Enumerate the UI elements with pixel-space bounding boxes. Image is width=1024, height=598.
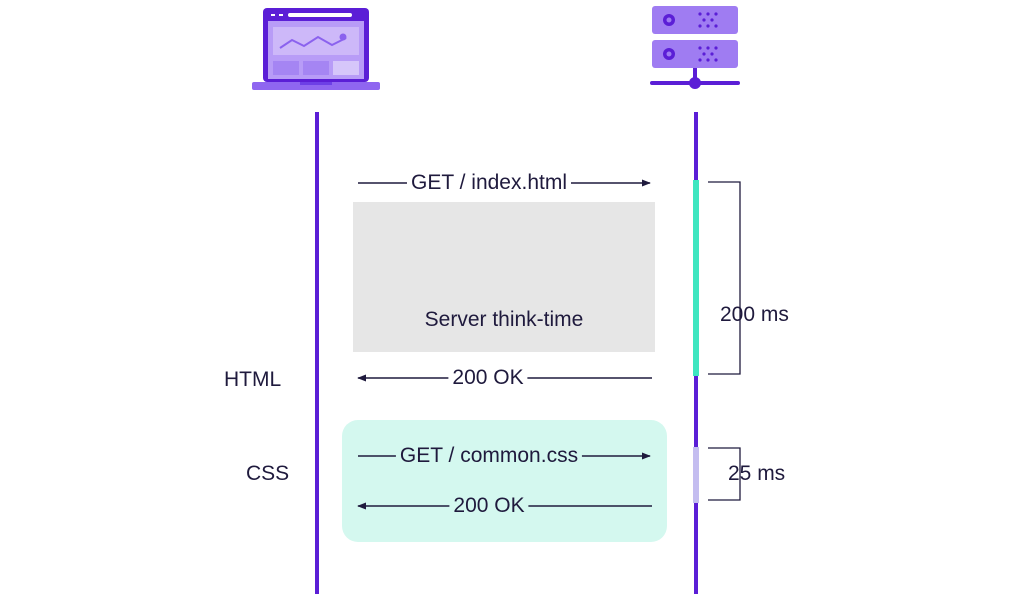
think-time-block [353, 202, 655, 352]
get-css-label: GET / common.css [395, 444, 583, 468]
get-html-label: GET / index.html [406, 171, 572, 195]
ok-css-label: 200 OK [449, 494, 529, 518]
css-duration-label: 25 ms [728, 462, 786, 485]
html-duration-label: 200 ms [720, 303, 789, 326]
html-duration-bracket [708, 181, 741, 375]
html-duration-bar [693, 180, 699, 376]
css-side-label: CSS [246, 462, 290, 485]
server-rack-icon [650, 6, 740, 89]
css-duration-bracket [708, 447, 741, 501]
laptop-browser-icon [252, 8, 380, 90]
ok-html-label: 200 OK [448, 366, 528, 390]
css-duration-bar [693, 447, 699, 503]
html-side-label: HTML [224, 368, 282, 391]
css-request-group [342, 420, 667, 542]
think-time-label: Server think-time [424, 308, 584, 331]
